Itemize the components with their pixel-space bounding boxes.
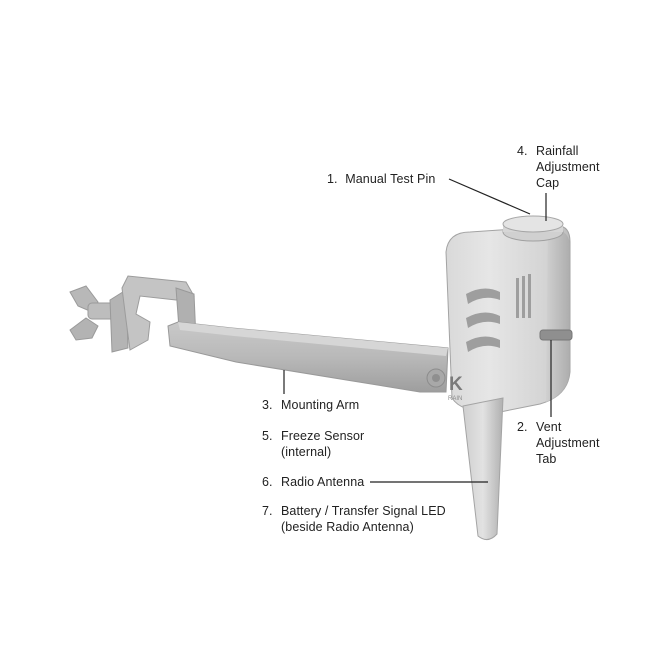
label-line: (internal): [281, 445, 332, 459]
label-number: 2.: [517, 420, 528, 434]
label-manual-test-pin: 1. Manual Test Pin: [327, 171, 435, 187]
label-line: Vent: [536, 420, 562, 434]
label-line: Rainfall: [536, 144, 579, 158]
label-number: 6.: [262, 475, 273, 489]
rainfall-adjustment-cap: [502, 215, 564, 242]
label-radio-antenna: 6. Radio Antenna: [262, 474, 364, 490]
label-number: 4.: [517, 144, 528, 158]
label-number: 7.: [262, 504, 273, 518]
label-line: Cap: [536, 176, 560, 190]
label-rainfall-adjustment-cap: 4. Rainfall Adjustment Cap: [517, 143, 600, 191]
k-rain-logo: K RAIN: [448, 374, 463, 402]
label-text: Mounting Arm: [281, 398, 360, 412]
label-line: Adjustment: [536, 160, 600, 174]
label-freeze-sensor: 5. Freeze Sensor (internal): [262, 428, 364, 460]
vent-adjustment-tab: [539, 329, 573, 341]
label-vent-adjustment-tab: 2. Vent Adjustment Tab: [517, 419, 600, 467]
label-text: Radio Antenna: [281, 475, 365, 489]
mounting-arm: [167, 321, 449, 393]
leader-manual-test-pin: [448, 178, 531, 215]
label-line: Battery / Transfer Signal LED: [281, 504, 446, 518]
label-text: Manual Test Pin: [345, 172, 436, 186]
label-number: 5.: [262, 429, 273, 443]
label-line: Freeze Sensor: [281, 429, 365, 443]
radio-antenna: [462, 397, 504, 540]
leader-lines: [283, 178, 552, 483]
label-line: Adjustment: [536, 436, 600, 450]
label-mounting-arm: 3. Mounting Arm: [262, 397, 359, 413]
label-number: 1.: [327, 172, 338, 186]
label-number: 3.: [262, 398, 273, 412]
logo-subtext: RAIN: [448, 396, 462, 402]
sensor-body: [445, 225, 571, 413]
label-battery-led: 7. Battery / Transfer Signal LED (beside…: [262, 503, 446, 535]
logo-letter: K: [449, 374, 463, 395]
label-line: Tab: [536, 452, 557, 466]
label-line: (beside Radio Antenna): [281, 520, 414, 534]
